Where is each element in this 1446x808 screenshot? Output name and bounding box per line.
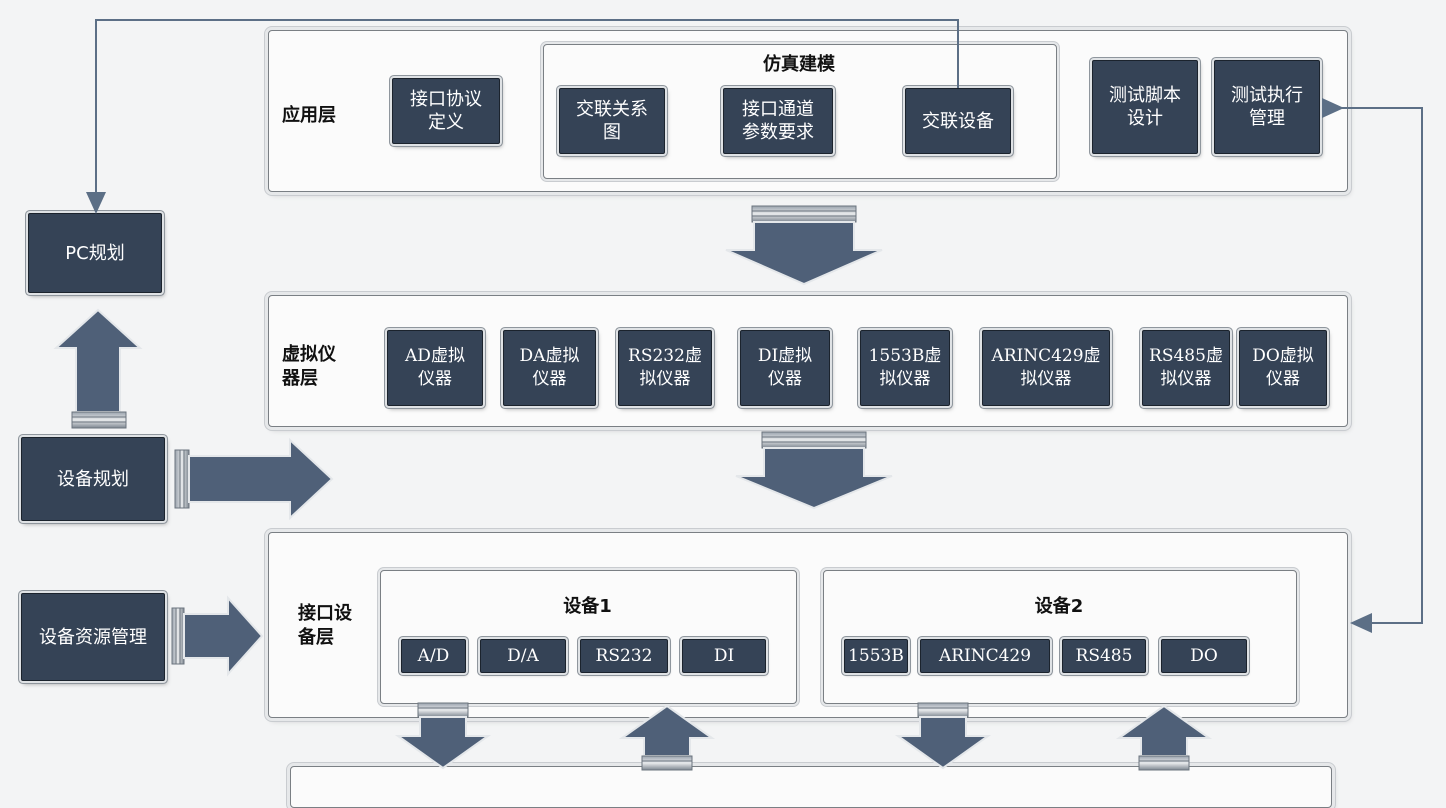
down-arrow-app-to-virtual — [725, 205, 883, 286]
connector-right-bidirectional — [1322, 98, 1423, 633]
1553b-virtual-instrument[interactable]: 1553B虚 拟仪器 — [860, 330, 950, 406]
protocol-definition-box[interactable]: 接口协议 定义 — [392, 78, 500, 144]
port-rs232[interactable]: RS232 — [580, 639, 668, 673]
bottom-down-arrow-2 — [894, 702, 992, 770]
port-rs485[interactable]: RS485 — [1062, 639, 1146, 673]
connector-device-to-pc — [86, 19, 959, 214]
bottom-up-arrow-2 — [1115, 704, 1213, 771]
interface-device-layer-label: 接口设 备层 — [298, 603, 352, 648]
device-planning-box[interactable]: 设备规划 — [21, 437, 165, 521]
right-arrow-device-planning — [174, 437, 334, 521]
rs485-virtual-instrument[interactable]: RS485虚 拟仪器 — [1142, 330, 1230, 406]
channel-parameter-box[interactable]: 接口通道 参数要求 — [723, 88, 833, 154]
application-layer-label: 应用层 — [282, 105, 336, 126]
arinc429-virtual-instrument[interactable]: ARINC429虚 拟仪器 — [982, 330, 1110, 406]
test-execution-management-box[interactable]: 测试执行 管理 — [1214, 60, 1320, 154]
device2-panel — [823, 570, 1297, 704]
device-resource-management-box[interactable]: 设备资源管理 — [21, 593, 165, 681]
port-ad[interactable]: A/D — [401, 639, 466, 673]
interconnection-diagram-box[interactable]: 交联关系 图 — [559, 88, 665, 154]
do-virtual-instrument[interactable]: DO虚拟 仪器 — [1239, 330, 1327, 406]
device1-panel — [380, 570, 797, 704]
down-arrow-virtual-to-interface — [735, 431, 893, 510]
ad-virtual-instrument[interactable]: AD虚拟 仪器 — [387, 330, 483, 406]
pc-planning-box[interactable]: PC规划 — [28, 213, 162, 293]
bottom-down-arrow-1 — [394, 702, 492, 770]
port-da[interactable]: D/A — [480, 639, 566, 673]
connector-overlay — [53, 19, 1423, 771]
up-arrow-to-pc-planning — [53, 308, 143, 429]
simulation-modeling-title: 仿真建模 — [763, 54, 835, 75]
port-di[interactable]: DI — [682, 639, 766, 673]
bottom-up-arrow-1 — [618, 704, 716, 771]
device1-title: 设备1 — [563, 596, 612, 617]
virtual-instrument-layer-label: 虚拟仪 器层 — [282, 344, 336, 389]
di-virtual-instrument[interactable]: DI虚拟 仪器 — [740, 330, 830, 406]
port-arinc429[interactable]: ARINC429 — [920, 639, 1050, 673]
right-arrow-device-resource — [171, 595, 264, 677]
port-1553b[interactable]: 1553B — [844, 639, 908, 673]
interconnected-device-box[interactable]: 交联设备 — [905, 88, 1011, 154]
port-do[interactable]: DO — [1161, 639, 1247, 673]
da-virtual-instrument[interactable]: DA虚拟 仪器 — [503, 330, 596, 406]
device2-title: 设备2 — [1034, 596, 1084, 617]
rs232-virtual-instrument[interactable]: RS232虚 拟仪器 — [618, 330, 712, 406]
test-script-design-box[interactable]: 测试脚本 设计 — [1092, 60, 1198, 154]
